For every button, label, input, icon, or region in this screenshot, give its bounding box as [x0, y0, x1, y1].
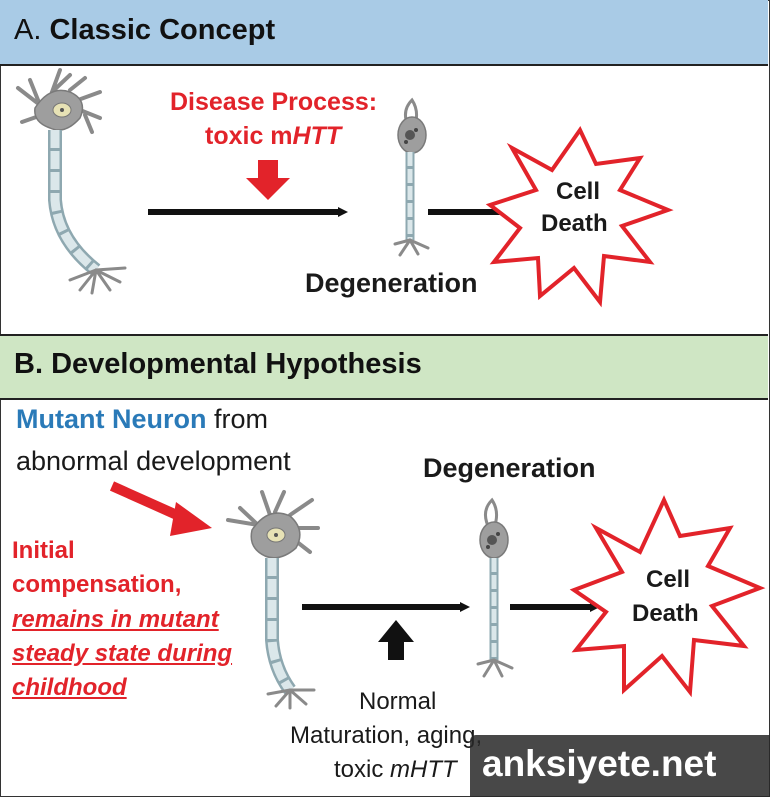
remains-line3: childhood — [12, 674, 127, 701]
cell-death-b-line1: Cell — [646, 566, 691, 593]
cell-death-b-line2: Death — [632, 600, 699, 627]
toxic-mhtt-label-b: toxic mHTT — [334, 756, 457, 783]
cell-death-a-line1: Cell — [556, 178, 601, 205]
disease-process-label: Disease Process: — [170, 88, 378, 116]
cell-death-a-line2: Death — [541, 210, 608, 237]
degeneration-label-b: Degeneration — [423, 453, 596, 483]
compensation-label: compensation, — [12, 571, 182, 598]
degeneration-label-a: Degeneration — [305, 268, 478, 298]
initial-label: Initial — [12, 537, 75, 564]
abnormal-development-label: abnormal development — [16, 446, 291, 476]
degenerating-neuron-b — [476, 497, 514, 678]
degenerating-neuron-a — [393, 97, 430, 257]
black-up-arrow-b — [378, 620, 414, 660]
cell-death-starburst-b — [569, 495, 766, 698]
watermark-badge: anksiyete.net — [470, 735, 770, 797]
section-b-title: B. Developmental Hypothesis — [14, 348, 422, 380]
watermark-text: anksiyete.net — [482, 743, 717, 784]
cell-death-starburst-a — [485, 126, 674, 308]
remains-line2: steady state during — [12, 640, 233, 667]
maturation-label: Maturation, aging, — [290, 722, 483, 749]
mutant-neuron-line: Mutant Neuron from — [16, 404, 268, 434]
normal-label: Normal — [359, 688, 437, 715]
section-a-header: A. Classic Concept — [0, 0, 768, 66]
remains-line1: remains in mutant — [12, 606, 219, 633]
red-diagonal-arrowhead-b — [170, 502, 212, 536]
section-b-header: B. Developmental Hypothesis — [0, 334, 768, 400]
mutant-neuron-b — [226, 490, 320, 710]
toxic-mhtt-label-a: toxic mHTT — [205, 122, 342, 150]
healthy-neuron-a — [16, 68, 127, 295]
mutant-neuron-label: Mutant Neuron — [16, 404, 207, 434]
section-a-title: A. Classic Concept — [14, 14, 276, 46]
red-down-arrow-a — [246, 160, 290, 200]
